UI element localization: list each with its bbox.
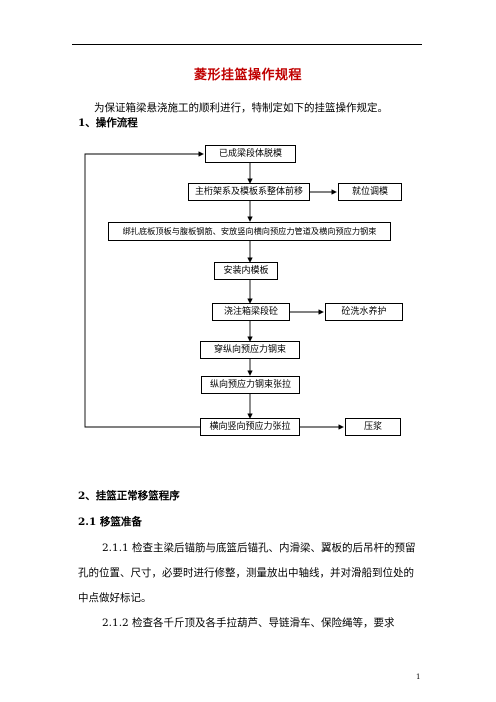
page-title: 菱形挂篮操作规程 [193, 68, 302, 83]
flow-step-thread-tendons: 穿纵向预应力钢束 [200, 341, 300, 359]
page-number: 1 [416, 673, 421, 681]
flow-step-rebar-ducts: 绑扎底板顶板与腹板钢筋、安放竖向横向预应力管道及横向预应力钢束 [108, 222, 391, 241]
section-heading-1: 1、操作流程 [78, 117, 138, 129]
section-heading-2-1: 2.1 移篮准备 [78, 516, 142, 528]
flow-side-adjust-formwork: 就位调模 [338, 183, 402, 201]
section-heading-2: 2、挂篮正常移篮程序 [78, 490, 180, 502]
flow-step-inner-formwork: 安装内模板 [214, 262, 278, 280]
flow-side-curing: 砼洗水养护 [325, 303, 403, 321]
flow-step-trans-vert-tension: 横向竖向预应力张拉 [200, 418, 300, 436]
flow-step-long-tension: 纵向预应力钢束张拉 [201, 376, 300, 394]
flow-step-demold: 已成梁段体脱模 [205, 145, 296, 163]
flow-step-advance-truss: 主桁架系及模板系整体前移 [188, 183, 310, 201]
flow-step-pour-concrete: 浇注箱梁段砼 [212, 303, 290, 321]
paragraph-2-1-2: 2.1.2 检查各千斤顶及各手拉葫芦、导链滑车、保险绳等，要求 [102, 617, 395, 629]
intro-paragraph: 为保证箱梁悬浇施工的顺利进行，特制定如下的挂篮操作规定。 [94, 102, 388, 114]
loop-back-line [84, 151, 204, 428]
header-rule [72, 44, 422, 45]
paragraph-2-1-1: 2.1.1 检查主梁后锚筋与底篮后锚孔、内滑梁、翼板的后吊杆的预留孔的位置、尺寸… [78, 542, 416, 604]
flow-side-grouting: 压浆 [345, 418, 401, 436]
